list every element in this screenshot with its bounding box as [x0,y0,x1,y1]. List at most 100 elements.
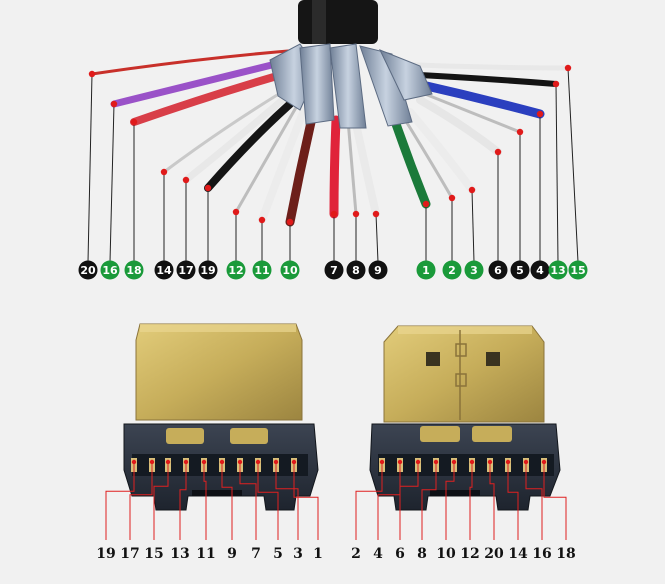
wire-badge-label: 12 [228,264,243,277]
connector-pin-dot [291,459,297,465]
wire-marker-dot [160,168,168,176]
connector-pin-dot [131,459,137,465]
connector-right-slot-1 [420,426,460,442]
wire-bundle [91,48,571,227]
wire-badge [488,260,508,280]
pin-leader-line [293,464,319,540]
pin-leader-line [507,464,519,540]
wire-badge [176,260,196,280]
pin-number-label: 17 [120,546,139,562]
pin-number-label: 6 [395,546,405,562]
wire-badge [124,260,144,280]
wire-badge-label: 17 [178,264,193,277]
wire-badge-label: 10 [282,264,298,277]
wire-badge-label: 18 [126,264,141,277]
connector-right-shell-edge [398,326,532,334]
wire-leader-line [87,73,93,263]
wire-marker-dot [372,210,380,218]
pin-number-label: 5 [273,546,283,562]
wire-badge-label: 9 [374,264,382,277]
wire-marker-dot [258,216,266,224]
connector-pin-dot [433,459,439,465]
wire-marker-dot [130,118,138,126]
pin-number-label: 14 [508,546,528,562]
connector-pin-dot [451,459,457,465]
pin-leader-line [377,464,401,540]
connector-pin-dot [379,459,385,465]
wire-marker-dot [204,184,212,192]
wire-blue-4 [413,79,545,119]
wire-white-17 [182,91,292,184]
wire-badge-label: 13 [550,264,565,277]
wire-marker-dot [468,186,476,194]
wire-badge [442,260,462,280]
pin-number-label: 8 [417,546,427,562]
connector-right-hole-1 [426,352,440,366]
connector-pin-dot [165,459,171,465]
wire-badge-label: 11 [254,264,269,277]
pin-number-label: 19 [96,546,115,562]
wire-marker-dot [330,210,338,218]
connector-left [123,323,319,511]
wire-drain-2 [402,117,454,199]
wire-marker-dot [182,176,190,184]
wire-badge [530,260,550,280]
wire-marker-dot [564,64,572,72]
wire-badge [280,260,300,280]
pin-number-label: 13 [170,546,189,562]
pin-number-label: 2 [351,546,361,562]
wire-brown-10 [285,113,317,227]
pin-leader-line [203,464,207,540]
wire-marker-dot [88,70,96,78]
pin-leader-line [105,464,135,540]
connector-pin-dot [255,459,261,465]
pin-leader-line [275,464,299,540]
wire-red-thin [91,48,301,76]
connector-right-hole-2 [486,352,500,366]
connector-pin-dot [541,459,547,465]
connector-left-shell-edge [140,324,296,332]
foil-shield-5 [378,49,433,101]
wire-badge-label: 16 [102,264,118,277]
pin-number-label: 7 [251,546,261,562]
wire-drain-5 [419,90,521,134]
wire-drain-14 [163,90,283,174]
wire-badge [154,260,174,280]
wire-badge [346,260,366,280]
pin-number-label: 11 [196,546,215,562]
wire-badge-label: 8 [352,264,360,277]
connector-left-leaders [105,464,319,540]
wire-marker-dot [286,218,294,226]
pin-leader-line [239,464,257,540]
connector-pin-dot [219,459,225,465]
wire-green-1 [391,119,431,209]
connector-pin-dot [149,459,155,465]
wire-badge-label: 20 [80,264,96,277]
pin-leader-line [179,464,187,540]
wire-badge [416,260,436,280]
pin-leader-line [399,464,419,540]
wire-badge [548,260,568,280]
wire-badge-label: 3 [470,264,478,277]
foil-shields [269,43,433,129]
connector-right-leaders [355,464,567,540]
connector-pin-dot [237,459,243,465]
pin-leader-line [421,464,437,540]
wire-badge [464,260,484,280]
wire-marker-dot [536,110,544,118]
wire-marker-dot [516,128,524,136]
wire-marker-dot [422,200,430,208]
pin-number-label: 3 [293,546,303,562]
wire-badge [100,260,120,280]
wire-white-9 [352,120,380,218]
pin-leader-line [469,464,473,540]
wire-white-3 [406,108,476,194]
pin-number-label: 9 [227,546,237,562]
wire-marker-dot [352,210,360,218]
wire-badge [324,260,344,280]
